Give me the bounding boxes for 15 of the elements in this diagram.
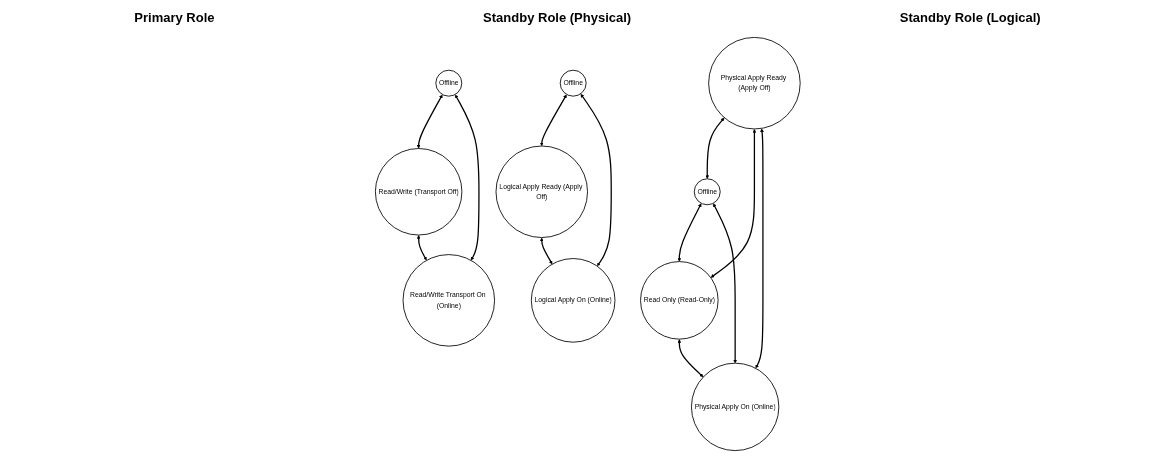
arrow [755, 128, 764, 369]
group-title: Primary Role [134, 9, 215, 25]
arrow [677, 203, 702, 262]
arrow [712, 203, 737, 364]
arrow [705, 117, 725, 179]
arrow [539, 94, 567, 147]
group-title: Standby Role (Logical) [899, 9, 1041, 25]
arrow [416, 94, 443, 149]
arrow [677, 339, 704, 378]
arrow [454, 94, 480, 261]
arrow [710, 128, 756, 278]
arrow [580, 93, 612, 267]
arrow [539, 237, 553, 265]
arrow [416, 235, 427, 261]
group-title: Standby Role (Physical) [483, 9, 632, 25]
